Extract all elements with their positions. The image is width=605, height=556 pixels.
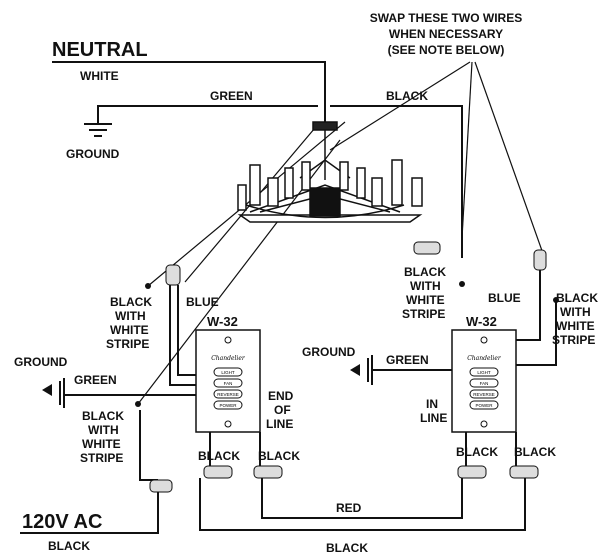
svg-text:Chandelier: Chandelier — [467, 355, 502, 362]
right-bws-r-3: WHITE — [556, 319, 595, 333]
left-black-label-b: BLACK — [258, 449, 300, 463]
red-label: RED — [336, 501, 362, 515]
wire-dot — [553, 297, 559, 303]
left-ground-label: GROUND — [14, 355, 68, 369]
left-switch-button-light — [213, 367, 243, 377]
left-bws-lower-1: BLACK — [82, 409, 124, 423]
left-bws-label-1: BLACK — [110, 295, 152, 309]
right-bws-r-2: WITH — [560, 305, 591, 319]
black-top-label: BLACK — [386, 89, 428, 103]
swap-arrow-3 — [329, 61, 471, 151]
right-bws-label-1: BLACK — [404, 265, 446, 279]
right-switch-button-reverse — [469, 389, 499, 399]
right-switch-button-label: LIGHT — [477, 370, 491, 375]
right-switch-button-label: REVERSE — [473, 392, 495, 397]
white-label: WHITE — [80, 69, 119, 83]
right-bws-label-2: WITH — [410, 279, 441, 293]
wire-dot — [459, 281, 465, 287]
swap-note-line-3: (SEE NOTE BELOW) — [388, 43, 505, 57]
left-bws-label-3: WHITE — [110, 323, 149, 337]
green-ground-wire — [97, 105, 318, 124]
right-bws-label-3: WHITE — [406, 293, 445, 307]
neutral-wire — [52, 61, 326, 122]
right-ground-arrow — [350, 364, 360, 376]
end-of-line-label-1: END — [268, 389, 294, 403]
wire-dot — [135, 401, 141, 407]
green-top-label: GREEN — [210, 89, 253, 103]
right-blue-label: BLUE — [488, 291, 521, 305]
black-top-wire — [330, 105, 463, 258]
right-bws-r-1: BLACK — [556, 291, 598, 305]
left-switch-button-reverse — [213, 389, 243, 399]
left-bws-wire — [169, 285, 196, 386]
left-bws-lower-4: STRIPE — [80, 451, 123, 465]
chandelier-fixture — [237, 121, 423, 223]
left-bws-lower-2: WITH — [88, 423, 119, 437]
left-bws-label-2: WITH — [115, 309, 146, 323]
left-black-label-a: BLACK — [198, 449, 240, 463]
wire-nut — [149, 479, 173, 493]
wire-nut — [509, 465, 539, 479]
swap-note-line-1: SWAP THESE TWO WIRES — [370, 11, 522, 25]
left-switch-button-label: POWER — [219, 403, 237, 408]
left-bws-label-4: STRIPE — [106, 337, 149, 351]
supply-black-label: BLACK — [48, 539, 90, 553]
right-bws-wire — [516, 300, 557, 366]
right-black-label-a: BLACK — [456, 445, 498, 459]
bottom-black-label: BLACK — [326, 541, 368, 555]
supply-label: 120V AC — [22, 511, 102, 533]
end-of-line-label-2: OF — [274, 403, 291, 417]
swap-arrow-1 — [461, 61, 473, 239]
left-blue-label: BLUE — [186, 295, 219, 309]
swap-note-line-2: WHEN NECESSARY — [389, 27, 503, 41]
right-switch-button-fan — [469, 378, 499, 388]
supply-bws-wire — [139, 410, 158, 481]
left-blue-wire — [177, 285, 196, 376]
left-switch-plate: Chandelier — [195, 329, 261, 433]
right-bws-label-4: STRIPE — [402, 307, 445, 321]
right-bws-r-4: STRIPE — [552, 333, 595, 347]
right-switch-button-power — [469, 400, 499, 410]
right-ground-line — [367, 355, 373, 385]
right-switch-button-light — [469, 367, 499, 377]
red-wire — [261, 478, 463, 519]
right-model-label: W-32 — [466, 314, 497, 329]
svg-text:Chandelier: Chandelier — [211, 355, 246, 362]
swap-arrow-2 — [474, 61, 547, 263]
left-switch-button-label: LIGHT — [221, 370, 235, 375]
left-switch-button-label: REVERSE — [217, 392, 239, 397]
wire-nut — [253, 465, 283, 479]
neutral-label: NEUTRAL — [52, 39, 148, 61]
supply-wire — [20, 492, 159, 534]
right-blue-wire — [516, 270, 541, 341]
right-green-label: GREEN — [386, 353, 429, 367]
right-switch-button-label: POWER — [475, 403, 493, 408]
left-bws-lower-3: WHITE — [82, 437, 121, 451]
left-switch-button-fan — [213, 378, 243, 388]
end-of-line-label-3: LINE — [266, 417, 293, 431]
right-switch-button-label: FAN — [480, 381, 489, 386]
left-model-label: W-32 — [207, 314, 238, 329]
in-line-label-2: LINE — [420, 411, 447, 425]
ground-top-label: GROUND — [66, 147, 120, 161]
wire-nut — [533, 249, 547, 271]
wire-nut — [165, 264, 181, 286]
in-line-label-1: IN — [426, 397, 438, 411]
right-black-label-b: BLACK — [514, 445, 556, 459]
bottom-black-wire — [199, 478, 526, 531]
left-switch-button-power — [213, 400, 243, 410]
wire-dot — [145, 283, 151, 289]
wire-nut — [457, 465, 487, 479]
right-ground-label: GROUND — [302, 345, 356, 359]
left-switch-button-label: FAN — [224, 381, 233, 386]
left-green-label: GREEN — [74, 373, 117, 387]
wire-nut — [203, 465, 233, 479]
wire-nut — [413, 241, 441, 255]
ground-symbol-top — [84, 123, 112, 137]
left-ground-arrow — [42, 384, 52, 396]
left-ground-line — [59, 378, 65, 408]
